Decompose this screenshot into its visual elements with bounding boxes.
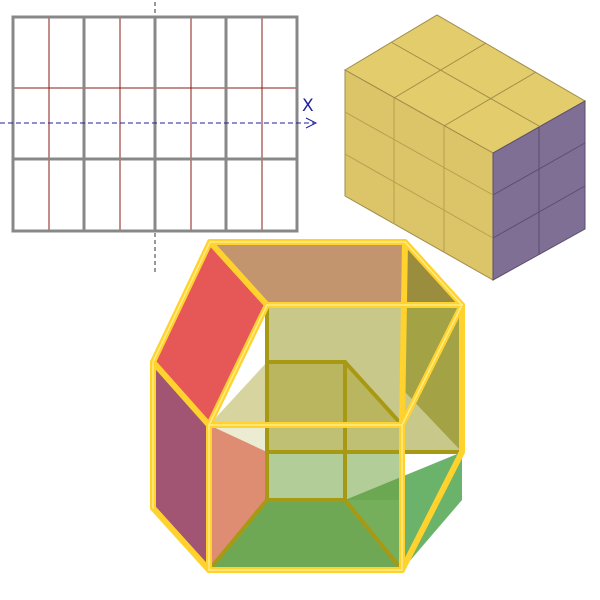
x-axis-label: X bbox=[302, 96, 314, 116]
edge-top-left-diagonal bbox=[207, 239, 270, 308]
edge-left-bottom-diagonal bbox=[150, 505, 212, 573]
x-axis-arrow-icon bbox=[305, 117, 318, 129]
face-inner-back-olive bbox=[267, 305, 462, 452]
face-front-middle-green bbox=[267, 452, 402, 500]
block-top-grid bbox=[390, 41, 540, 127]
block-side-grid bbox=[492, 127, 586, 255]
edge-right-bottom-diagonal bbox=[399, 449, 465, 573]
face-back-top-brown bbox=[210, 242, 462, 305]
edge-left-diagonal bbox=[150, 359, 212, 428]
face-front-lower-left-red bbox=[209, 425, 267, 570]
grid-view: X bbox=[0, 2, 318, 272]
face-lower-green bbox=[209, 500, 402, 570]
inner-column-lines bbox=[48, 17, 263, 231]
hypercube-edge-highlights bbox=[152, 241, 464, 571]
hypercube-view bbox=[150, 239, 465, 573]
face-left-purple bbox=[153, 362, 209, 570]
edge-top-right-diagonal bbox=[399, 239, 408, 428]
block-front-grid bbox=[344, 98, 494, 252]
grid-outline bbox=[11, 15, 299, 233]
grid-major-lines bbox=[13, 17, 297, 231]
face-inner-top-olive bbox=[209, 362, 402, 425]
face-upper-left-red bbox=[153, 242, 267, 425]
face-front-upper-olive bbox=[209, 425, 402, 570]
block-view bbox=[344, 14, 587, 281]
hypercube-faces bbox=[153, 242, 462, 570]
face-front-bottom-red bbox=[153, 362, 209, 570]
